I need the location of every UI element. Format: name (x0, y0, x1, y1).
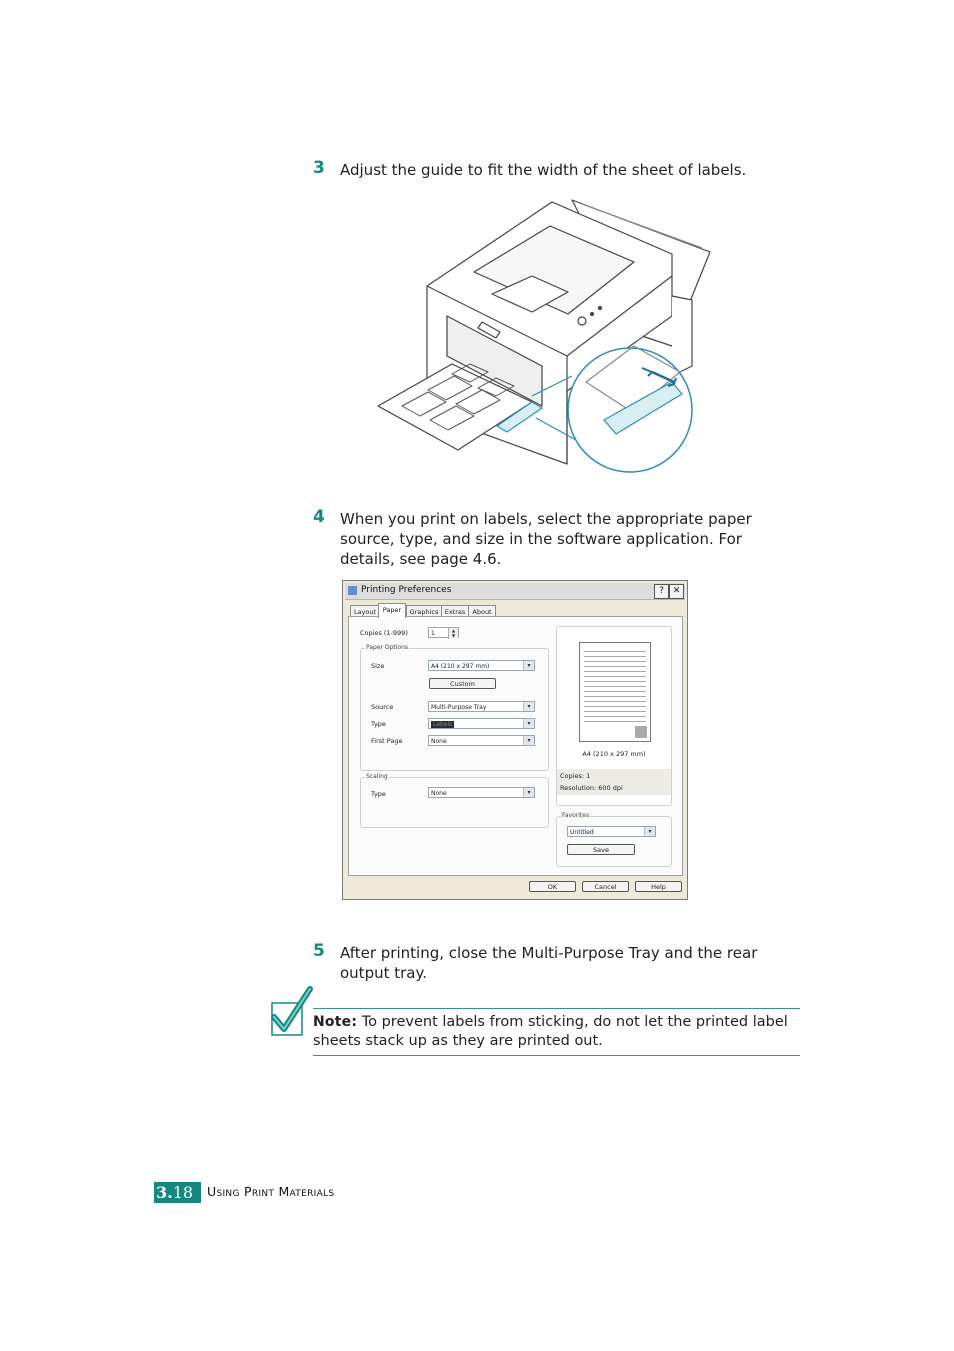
tab-paper[interactable]: Paper (378, 603, 406, 618)
preview-block (635, 726, 647, 738)
chevron-down-icon: ▾ (523, 736, 534, 745)
tab-about[interactable]: About (468, 605, 496, 618)
save-button[interactable]: Save (567, 844, 635, 855)
first-page-select[interactable]: None ▾ (428, 735, 535, 746)
favorites-group: Favorites Untitled ▾ Save (556, 812, 672, 867)
ok-button[interactable]: OK (529, 881, 576, 892)
step-number: 5 (313, 941, 325, 961)
note: Note: To prevent labels from sticking, d… (313, 1013, 803, 1051)
copies-value: 1 (431, 630, 435, 637)
chevron-down-icon: ▾ (523, 702, 534, 711)
paper-options-caption: Paper Options (365, 644, 410, 651)
printer-illustration (377, 199, 711, 473)
type-select[interactable]: Labels ▾ (428, 718, 535, 729)
printer-icon (348, 586, 357, 595)
size-value: A4 (210 x 297 mm) (431, 663, 490, 670)
preview-info: Copies: 1 Resolution: 600 dpi (557, 769, 671, 795)
note-heading: Note: (313, 1014, 358, 1030)
chapter-number: 3. (156, 1183, 173, 1202)
first-page-label: First Page (371, 737, 403, 745)
chevron-down-icon: ▾ (523, 719, 534, 728)
source-select[interactable]: Multi-Purpose Tray ▾ (428, 701, 535, 712)
chevron-down-icon: ▾ (523, 661, 534, 670)
custom-button[interactable]: Custom (429, 678, 496, 689)
note-top-rule (313, 1008, 800, 1009)
preview-size: A4 (210 x 297 mm) (582, 750, 646, 758)
step-number: 4 (313, 507, 325, 527)
scaling-group: Scaling Type None ▾ (360, 773, 549, 828)
step-text: After printing, close the Multi-Purpose … (340, 944, 758, 982)
copies-label: Copies (1-999) (360, 629, 408, 637)
type-label: Type (371, 720, 386, 728)
source-value: Multi-Purpose Tray (431, 704, 487, 711)
printing-preferences-dialog: Printing Preferences ? ✕ Layout Paper Gr… (342, 580, 688, 900)
running-title: Using Print Materials (207, 1184, 335, 1199)
page-number: 18 (172, 1183, 194, 1202)
scaling-caption: Scaling (365, 773, 389, 780)
preview-box: S A4 (210 x 297 mm) Copies: 1 Resolution… (556, 626, 672, 806)
type-value: Labels (431, 721, 455, 728)
first-page-value: None (431, 738, 447, 745)
help-button[interactable]: Help (635, 881, 682, 892)
step-5: 5 After printing, close the Multi-Purpos… (313, 941, 783, 983)
title-bar: Printing Preferences ? ✕ (345, 583, 685, 600)
paper-tab-panel: Copies (1-999) 1 ▲▼ Paper Options Size A… (348, 616, 683, 876)
source-label: Source (371, 703, 394, 711)
chevron-down-icon: ▾ (523, 788, 534, 797)
size-label: Size (371, 662, 385, 670)
dialog-title: Printing Preferences (361, 585, 452, 595)
step-3: 3 Adjust the guide to fit the width of t… (313, 158, 783, 180)
copies-stepper[interactable]: 1 ▲▼ (428, 627, 459, 639)
close-button[interactable]: ✕ (669, 584, 684, 599)
step-text: Adjust the guide to fit the width of the… (340, 161, 747, 179)
help-title-button[interactable]: ? (654, 584, 669, 599)
page-preview: S (579, 642, 651, 742)
step-number: 3 (313, 158, 325, 178)
preview-lines (584, 647, 646, 723)
scaling-type-label: Type (371, 790, 386, 798)
page-number-badge: 3.18 (154, 1182, 201, 1203)
checkmark-note-icon (271, 986, 313, 1036)
copies-info: Copies: 1 (560, 772, 591, 780)
favorites-select[interactable]: Untitled ▾ (567, 826, 656, 837)
note-bottom-rule (313, 1055, 800, 1056)
spin-arrows-icon[interactable]: ▲▼ (448, 628, 458, 639)
step-text: When you print on labels, select the app… (340, 510, 752, 568)
resolution-info: Resolution: 600 dpi (560, 784, 623, 792)
scaling-type-value: None (431, 790, 447, 797)
favorites-value: Untitled (570, 829, 594, 836)
scaling-type-select[interactable]: None ▾ (428, 787, 535, 798)
paper-options-group: Paper Options Size A4 (210 x 297 mm) ▾ C… (360, 644, 549, 771)
cancel-button[interactable]: Cancel (582, 881, 629, 892)
favorites-caption: Favorites (561, 812, 591, 819)
chevron-down-icon: ▾ (644, 827, 655, 836)
note-body: To prevent labels from sticking, do not … (313, 1014, 788, 1049)
size-select[interactable]: A4 (210 x 297 mm) ▾ (428, 660, 535, 671)
step-4: 4 When you print on labels, select the a… (313, 507, 783, 569)
